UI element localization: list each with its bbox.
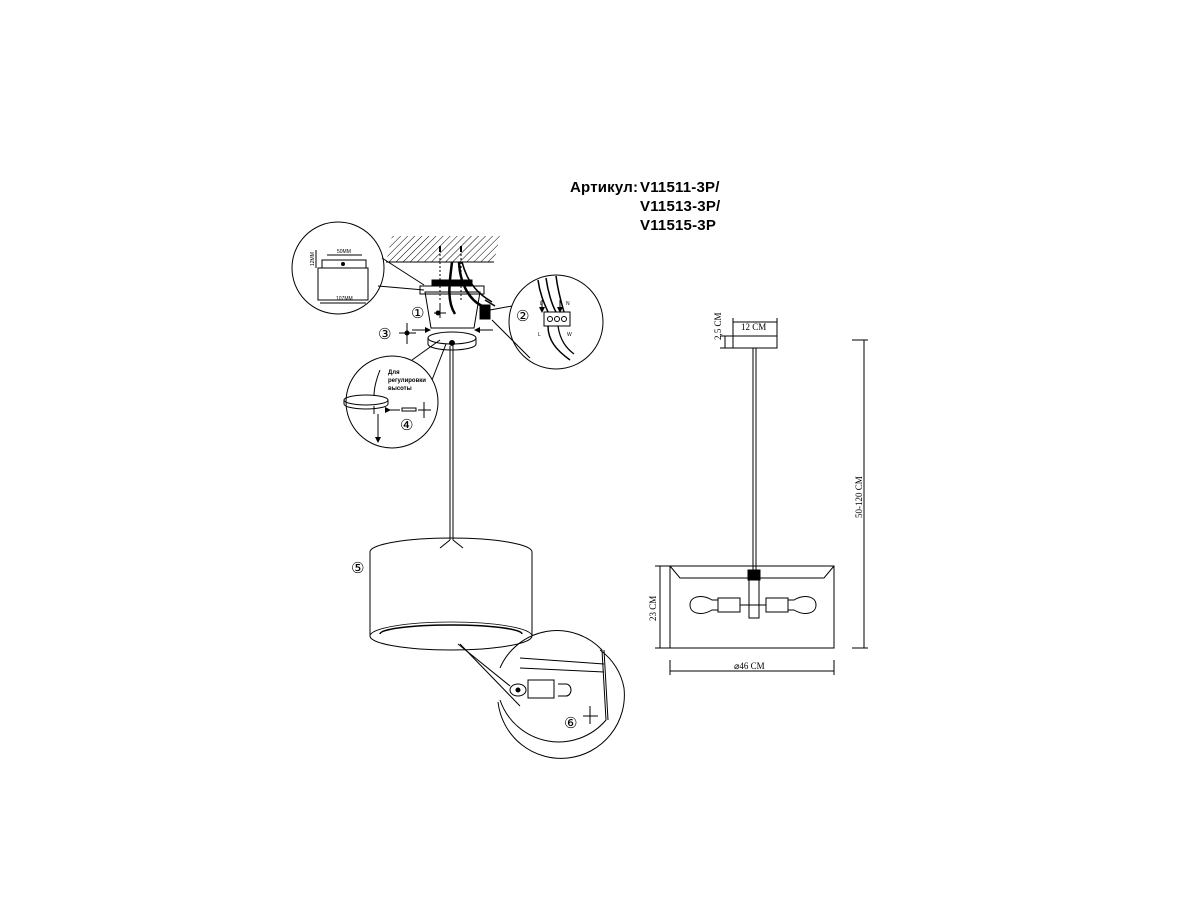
article-code-1: V11511-3P/ xyxy=(640,179,720,196)
callout-socket xyxy=(457,630,625,759)
ceiling-hatch xyxy=(386,236,500,263)
article-code-3: V11515-3P xyxy=(640,217,717,234)
height-note-line1: Для xyxy=(388,370,400,376)
dimension-view xyxy=(655,318,868,675)
terminal-l-bottom: L xyxy=(538,332,541,338)
step-6: ⑥ xyxy=(564,714,577,732)
step-1: ① xyxy=(411,304,424,322)
canopy xyxy=(732,335,778,349)
callout-height-adjust: Для регулировки высоты xyxy=(343,339,447,449)
installation-view xyxy=(369,236,533,651)
socket-left xyxy=(717,597,741,613)
article-label: Артикул: xyxy=(570,179,639,196)
socket-right xyxy=(765,597,789,613)
terminal-n-top: N xyxy=(566,301,570,307)
step-2: ② xyxy=(516,307,529,325)
dim-shade-diameter: ⌀46 CM xyxy=(734,661,765,671)
dim-canopy-width: 12 CM xyxy=(741,322,766,332)
mount-width-label: 50MM xyxy=(337,249,351,255)
terminal-w-bottom: W xyxy=(567,332,572,338)
screw-icon-step1 xyxy=(434,303,446,318)
dim-drop-length: 50-120 CM xyxy=(854,476,864,518)
dim-canopy-height: 2,5 CM xyxy=(713,312,723,340)
step-5: ⑤ xyxy=(351,559,364,577)
callout-mount-plate: 50MM 107MM 12MM xyxy=(291,221,425,315)
article-code-2: V11513-3P/ xyxy=(640,198,721,215)
height-note-line2: регулировки xyxy=(388,378,426,384)
bulb-left-icon xyxy=(689,596,719,614)
screw-icon-step3 xyxy=(399,323,416,344)
bulb-right-icon xyxy=(787,596,817,614)
mount-width-bottom-label: 107MM xyxy=(336,296,353,302)
step-4: ④ xyxy=(400,416,413,434)
height-note-line3: высоты xyxy=(388,386,412,392)
shade-exploded xyxy=(369,537,533,651)
mount-height-label: 12MM xyxy=(310,252,316,266)
callout-wiring: L N L W xyxy=(489,274,604,370)
terminal-l-top: L xyxy=(540,301,543,307)
shade xyxy=(669,565,835,649)
step-3: ③ xyxy=(378,325,391,343)
dim-shade-height: 23 CM xyxy=(648,596,658,621)
